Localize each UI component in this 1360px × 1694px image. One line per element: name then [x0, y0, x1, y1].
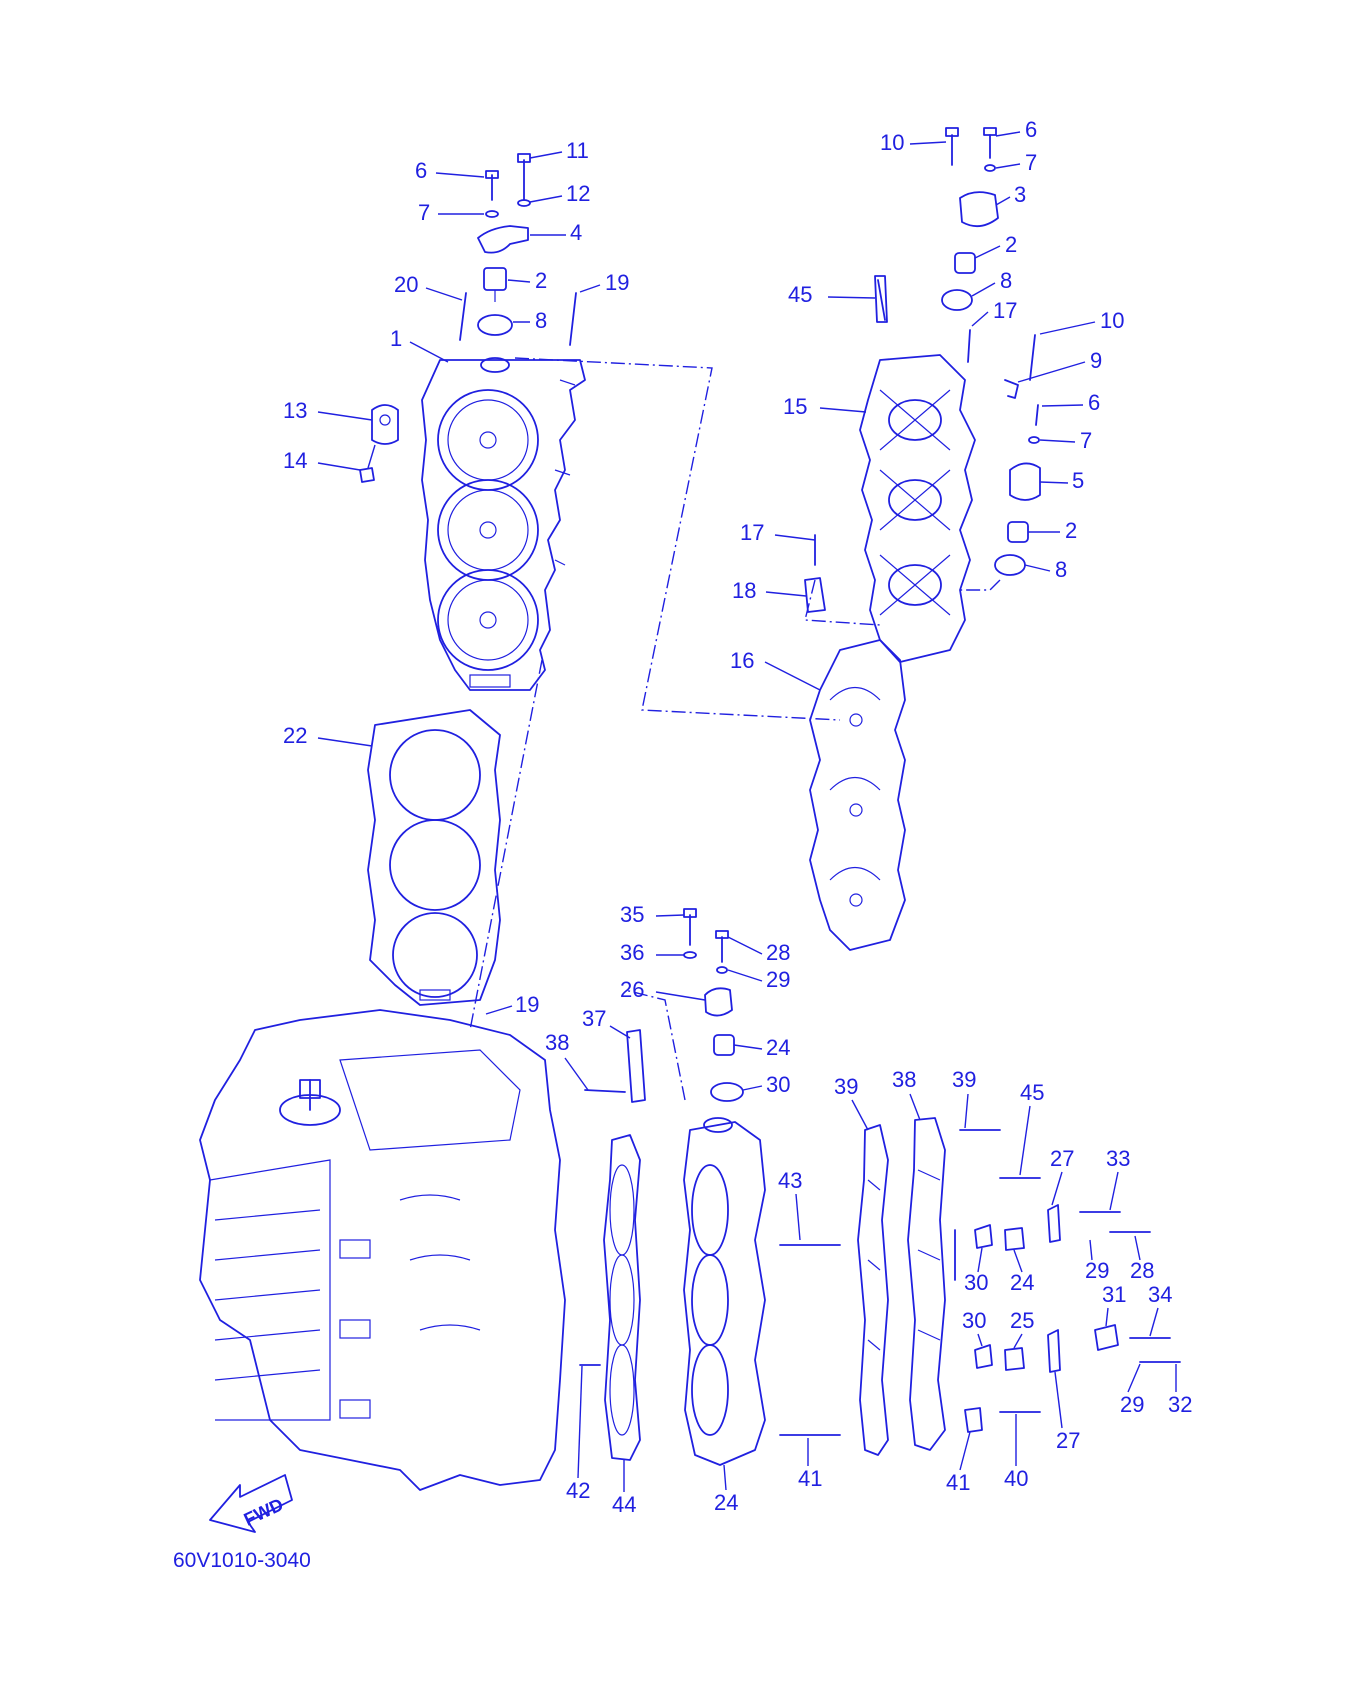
- callout: 44: [612, 1492, 636, 1517]
- callout: 28: [766, 940, 790, 965]
- callout: 6: [1088, 390, 1100, 415]
- callout: 24: [766, 1035, 790, 1060]
- cylinder-head-right: [859, 354, 976, 663]
- callout: 25: [1010, 1308, 1034, 1333]
- callout: 35: [620, 902, 644, 927]
- callout: 41: [946, 1470, 970, 1495]
- callout: 16: [730, 648, 754, 673]
- callout: 39: [834, 1074, 858, 1099]
- callout: 6: [415, 158, 427, 183]
- callout: 10: [880, 130, 904, 155]
- callout: 27: [1050, 1146, 1074, 1171]
- callout: 20: [394, 272, 418, 297]
- callout: 30: [964, 1270, 988, 1295]
- cover-37: [907, 1117, 946, 1451]
- callout: 7: [1025, 150, 1037, 175]
- callout: 7: [418, 200, 430, 225]
- callout: 17: [740, 520, 764, 545]
- fwd-label: FWD: [241, 1494, 287, 1529]
- callout: 9: [1090, 348, 1102, 373]
- callout: 24: [1010, 1270, 1034, 1295]
- callout: 38: [545, 1030, 569, 1055]
- callout: 24: [714, 1490, 738, 1515]
- callout: 26: [620, 977, 644, 1002]
- callout: 41: [798, 1466, 822, 1491]
- sensor-parts-left: [359, 153, 577, 483]
- gasket-22: [367, 709, 501, 1006]
- engine-block: [199, 1009, 566, 1491]
- callout: 30: [962, 1308, 986, 1333]
- callout: 29: [1085, 1258, 1109, 1283]
- callout: 14: [283, 448, 307, 473]
- callout: 19: [515, 992, 539, 1017]
- callout: 11: [566, 138, 589, 163]
- callout: 38: [892, 1067, 916, 1092]
- callout: 7: [1080, 428, 1092, 453]
- callout: 27: [1056, 1428, 1080, 1453]
- callout: 34: [1148, 1282, 1172, 1307]
- callout: 12: [566, 181, 590, 206]
- diagram-code: 60V1010-3040: [173, 1549, 311, 1572]
- sensor-parts-right: [804, 127, 1041, 613]
- callout: 40: [1004, 1466, 1028, 1491]
- callout: 10: [1100, 308, 1124, 333]
- callout: 18: [732, 578, 756, 603]
- callout: 2: [535, 268, 547, 293]
- callout: 36: [620, 940, 644, 965]
- gasket-44: [603, 1134, 641, 1461]
- callout: 4: [570, 220, 582, 245]
- callout: 29: [1120, 1392, 1144, 1417]
- callout-layer: 1 2 6 7 8 11 12 4 13 14 19 20 10 6 7 3 2: [283, 117, 1192, 1517]
- callout: 2: [1065, 518, 1077, 543]
- callout: 8: [535, 308, 547, 333]
- callout: 1: [390, 326, 402, 351]
- cover-38: [857, 1124, 889, 1456]
- callout: 43: [778, 1168, 802, 1193]
- callout: 17: [993, 298, 1017, 323]
- callout: 32: [1168, 1392, 1192, 1417]
- callout: 5: [1072, 468, 1084, 493]
- callout: 8: [1055, 557, 1067, 582]
- callout: 6: [1025, 117, 1037, 142]
- reference-lines: [469, 357, 1001, 1101]
- callout: 3: [1014, 182, 1026, 207]
- callout: 28: [1130, 1258, 1154, 1283]
- callout: 19: [605, 270, 629, 295]
- callout: 33: [1106, 1146, 1130, 1171]
- fwd-arrow: FWD: [209, 1474, 293, 1533]
- callout: 39: [952, 1067, 976, 1092]
- callout: 42: [566, 1478, 590, 1503]
- gasket-16: [809, 639, 906, 951]
- callout: 45: [788, 282, 812, 307]
- callout: 13: [283, 398, 307, 423]
- callout: 8: [1000, 268, 1012, 293]
- callout: 2: [1005, 232, 1017, 257]
- sensor-parts-lower: [579, 908, 1181, 1436]
- callout: 22: [283, 723, 307, 748]
- cylinder-head-left: [421, 357, 586, 691]
- cylinder-block-23: [683, 1117, 766, 1466]
- callout: 45: [1020, 1080, 1044, 1105]
- callout: 31: [1102, 1282, 1126, 1307]
- callout: 30: [766, 1072, 790, 1097]
- callout: 29: [766, 967, 790, 992]
- callout: 15: [783, 394, 807, 419]
- callout: 37: [582, 1006, 606, 1031]
